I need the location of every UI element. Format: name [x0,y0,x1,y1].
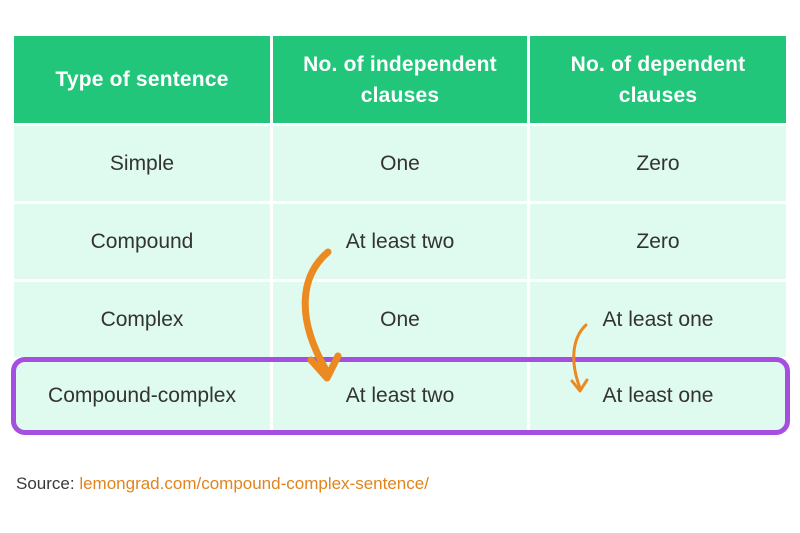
table-cell-type: Simple [14,126,270,201]
table-cell-type: Complex [14,282,270,357]
table-cell-dependent: Zero [530,126,786,201]
header-independent-clauses: No. of independent clauses [273,36,527,123]
header-type-of-sentence: Type of sentence [14,36,270,123]
table-cell-independent: At least two [273,360,527,432]
source-link[interactable]: lemongrad.com/compound-complex-sentence/ [79,474,429,493]
table-cell-type: Compound [14,204,270,279]
clause-table: Type of sentence No. of independent clau… [14,36,786,432]
table-cell-independent: One [273,126,527,201]
table-cell-dependent: At least one [530,282,786,357]
table-cell-independent: One [273,282,527,357]
header-dependent-clauses: No. of dependent clauses [530,36,786,123]
source-label: Source: [16,474,80,493]
table-cell-independent: At least two [273,204,527,279]
table-cell-dependent: At least one [530,360,786,432]
source-line: Source: lemongrad.com/compound-complex-s… [16,474,429,494]
table-cell-dependent: Zero [530,204,786,279]
table-cell-type: Compound-complex [14,360,270,432]
